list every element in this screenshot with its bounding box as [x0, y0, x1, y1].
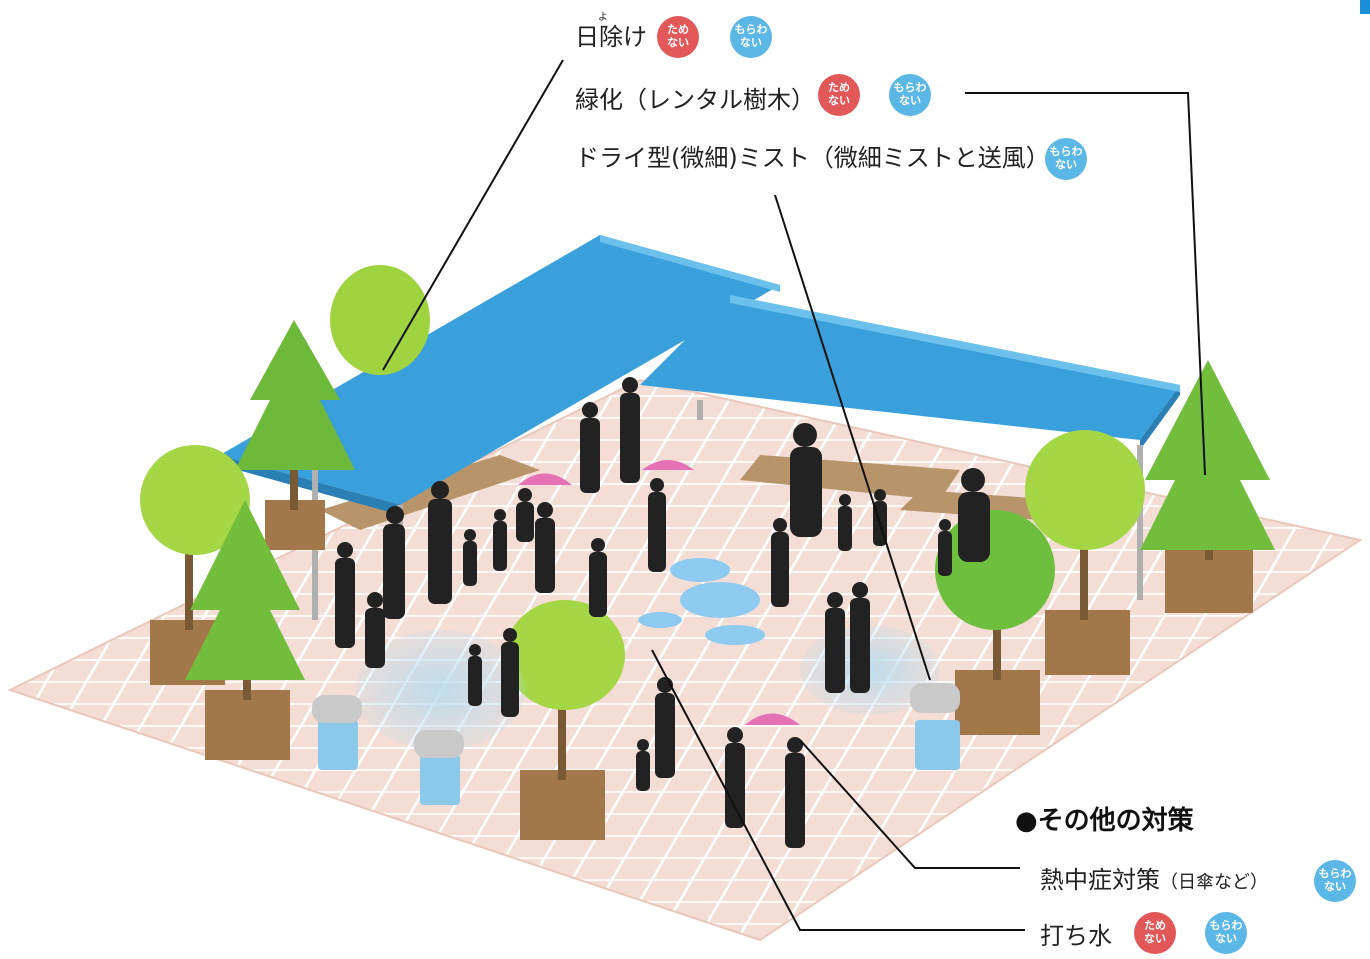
greening-label: 緑化（レンタル樹木） — [575, 86, 815, 114]
heatstroke-label-note: （日傘など） — [1160, 872, 1268, 893]
trees — [140, 265, 1275, 840]
watering-label: 打ち水 — [1040, 922, 1112, 950]
other-measures-heading: ●その他の対策 — [1015, 806, 1194, 836]
morawanai-badge: もらわない — [889, 74, 931, 116]
morawanai-badge: もらわない — [1314, 860, 1356, 902]
canopy-right — [640, 295, 1180, 600]
mist-fans — [312, 683, 960, 805]
heatstroke-label-main: 熱中症対策 — [1040, 866, 1160, 894]
morawanai-badge: もらわない — [1045, 138, 1087, 180]
mist-label: ドライ型(微細)ミスト（微細ミストと送風） — [575, 144, 1050, 172]
morawanai-badge: もらわない — [730, 16, 772, 58]
tamenai-badge: ためない — [1134, 912, 1176, 954]
shade-label: 日除け — [575, 23, 647, 51]
morawanai-badge: もらわない — [1205, 912, 1247, 954]
heatstroke-label: 熱中症対策（日傘など） — [1040, 868, 1268, 892]
water-puddles — [638, 558, 765, 645]
corner-accent — [1360, 0, 1370, 14]
leader-lines — [382, 59, 1206, 931]
parasols — [518, 460, 800, 725]
tamenai-badge: ためない — [818, 74, 860, 116]
tamenai-badge: ためない — [657, 16, 699, 58]
shade-ruby: よ — [598, 12, 608, 23]
